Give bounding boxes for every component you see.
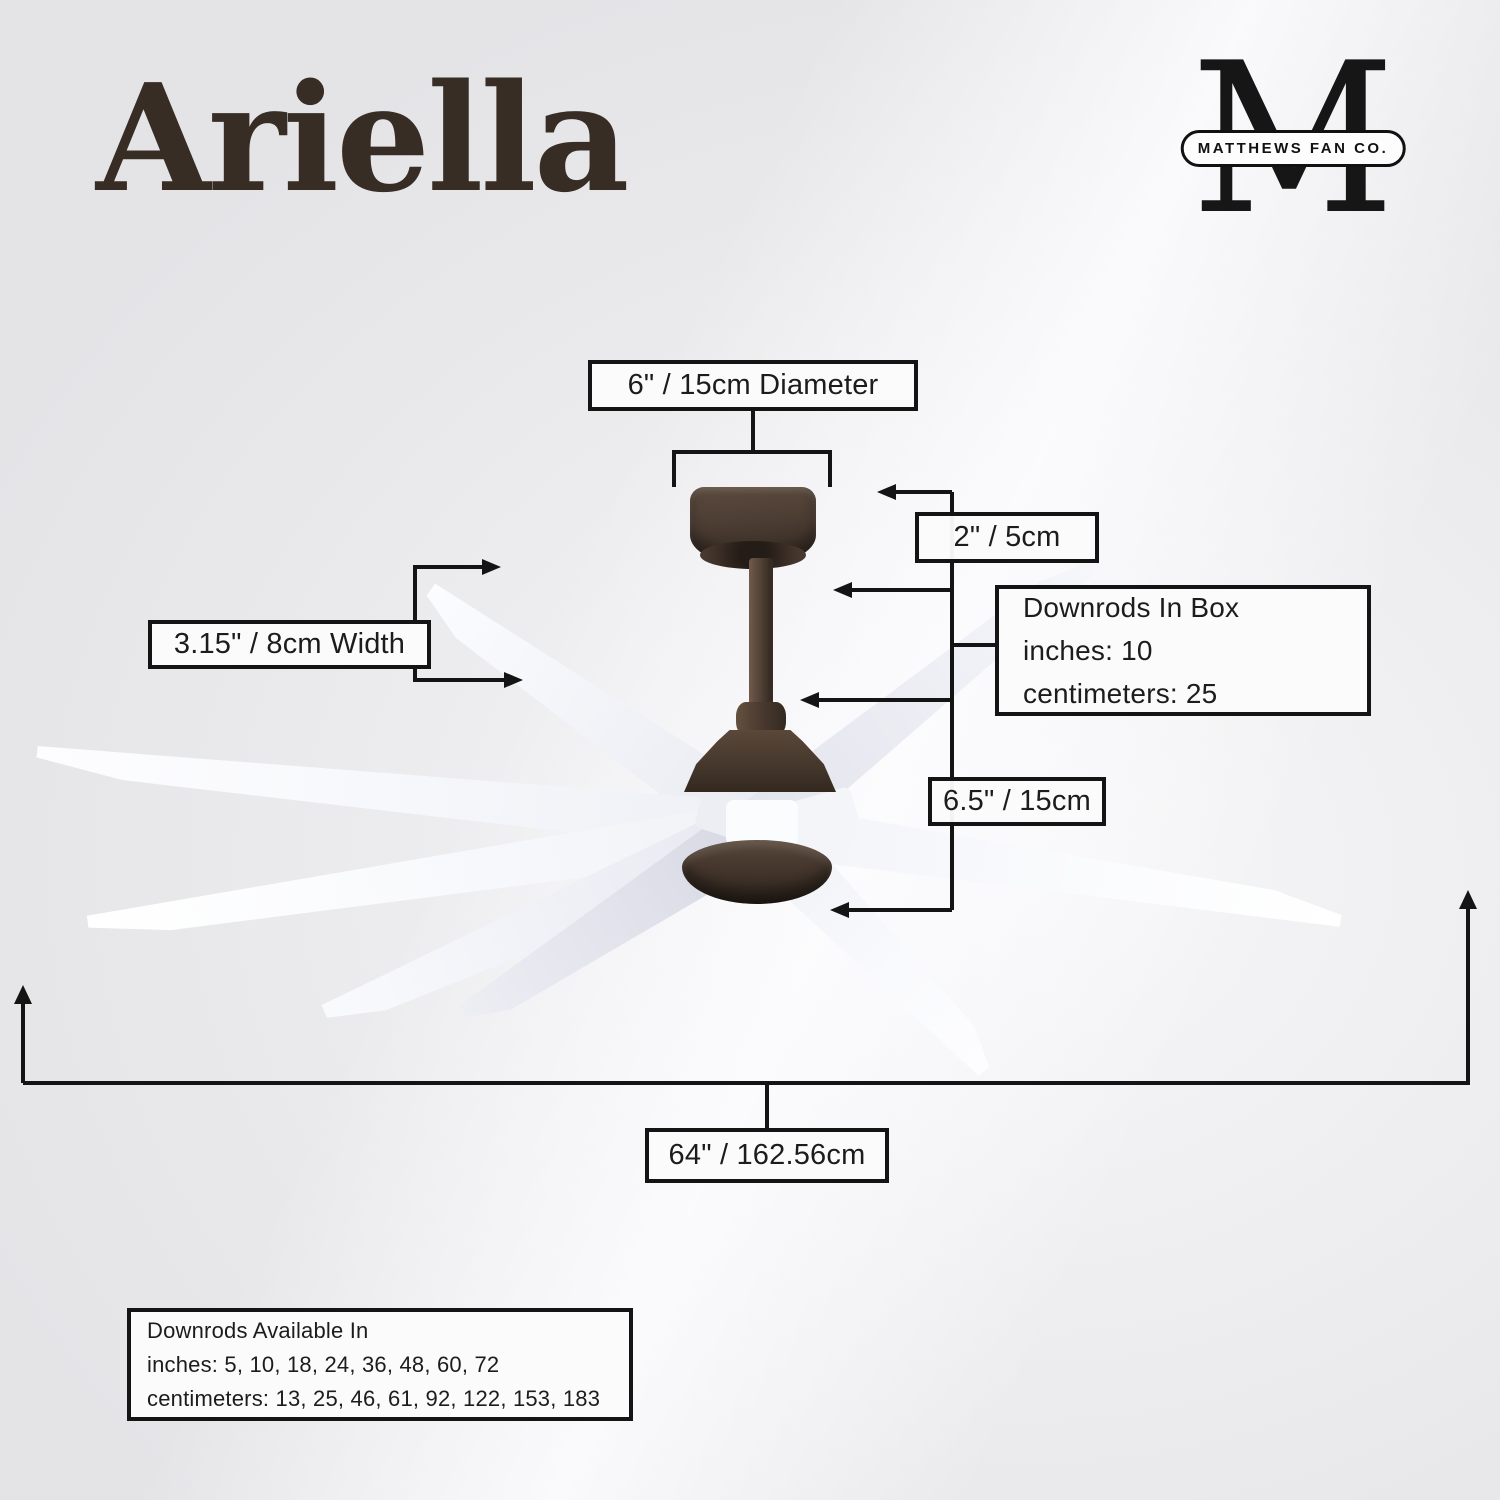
dimension-line (950, 643, 997, 647)
callout-text: 3.15" / 8cm Width (173, 628, 406, 660)
callout-motor-height: 6.5" / 15cm (928, 777, 1106, 826)
dimension-line (23, 1081, 1470, 1085)
arrow-left-icon (833, 582, 852, 598)
callout-text: 2" / 5cm (953, 521, 1061, 553)
blade-holder (726, 800, 798, 846)
callout-downrods-in-box: Downrods In Box inches: 10 centimeters: … (995, 585, 1371, 716)
arrow-right-icon (504, 672, 523, 688)
arrow-left-icon (830, 902, 849, 918)
callout-text: centimeters: 13, 25, 46, 61, 92, 122, 15… (147, 1385, 601, 1411)
dimension-line (765, 1081, 769, 1128)
callout-canopy-diameter: 6" / 15cm Diameter (588, 360, 918, 411)
dimension-line (413, 565, 483, 569)
callout-text: 6.5" / 15cm (943, 785, 1091, 817)
dimension-line (1466, 908, 1470, 1083)
callout-text: centimeters: 25 (1023, 678, 1218, 709)
dimension-line (413, 565, 417, 623)
dimension-line (851, 588, 952, 592)
brand-name-badge: MATTHEWS FAN CO. (1180, 130, 1406, 167)
dimension-line (413, 678, 505, 682)
dimension-bracket-end (672, 450, 676, 487)
callout-text: inches: 5, 10, 18, 24, 36, 48, 60, 72 (147, 1351, 500, 1377)
dimension-line (818, 698, 952, 702)
arrow-right-icon (482, 559, 501, 575)
brand-logo: M MATTHEWS FAN CO. (1168, 36, 1418, 262)
callout-text: Downrods In Box (1023, 592, 1240, 623)
dimension-bracket-end (828, 450, 832, 487)
page-title: Ariella (96, 51, 630, 225)
dimension-line (950, 492, 954, 910)
arrow-left-icon (877, 484, 896, 500)
fan-motor-bell (684, 730, 836, 792)
arrow-up-icon (14, 985, 32, 1004)
dimension-line (848, 908, 952, 912)
callout-text: Downrods Available In (147, 1317, 369, 1343)
dimension-line (413, 665, 417, 682)
arrow-left-icon (800, 692, 819, 708)
callout-blade-span: 64" / 162.56cm (645, 1128, 889, 1183)
fan-downrod (749, 558, 773, 710)
callout-downrods-available: Downrods Available In inches: 5, 10, 18,… (127, 1308, 633, 1421)
dimension-line (895, 490, 952, 494)
callout-text: 64" / 162.56cm (668, 1139, 866, 1171)
callout-downrod-diameter: 2" / 5cm (915, 512, 1099, 563)
arrow-up-icon (1459, 890, 1477, 909)
fan-motor-housing (682, 840, 832, 904)
dimension-bracket (672, 450, 832, 454)
dimension-line (21, 1003, 25, 1083)
callout-blade-width: 3.15" / 8cm Width (148, 620, 431, 669)
callout-text: 6" / 15cm Diameter (627, 369, 879, 401)
dimension-line (751, 408, 755, 450)
callout-text: inches: 10 (1023, 635, 1153, 666)
